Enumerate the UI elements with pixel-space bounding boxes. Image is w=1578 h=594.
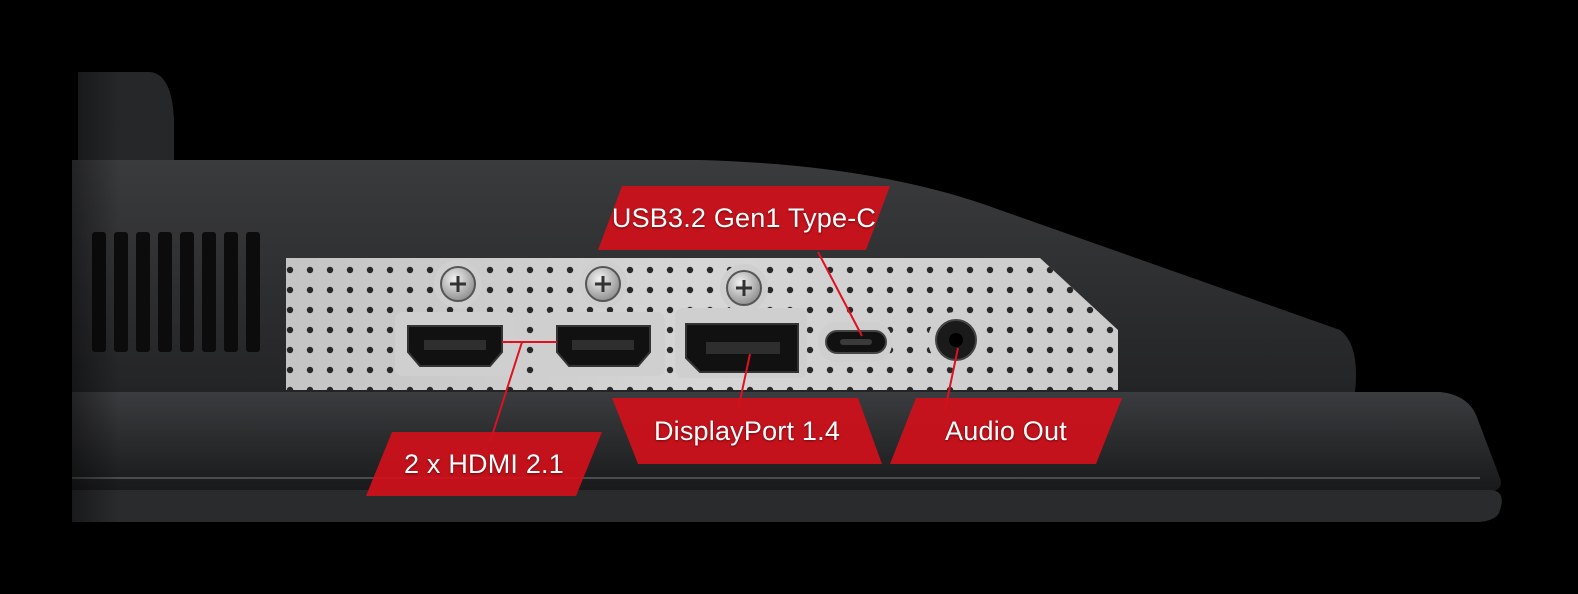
vent-grille bbox=[92, 232, 260, 352]
hdmi-label: 2 x HDMI 2.1 bbox=[366, 432, 602, 496]
screw-2 bbox=[585, 266, 621, 302]
hdmi-port-1 bbox=[407, 325, 503, 367]
audio-label: Audio Out bbox=[890, 398, 1122, 464]
audio-label-bg bbox=[890, 398, 1122, 464]
screw-3 bbox=[726, 270, 762, 306]
displayport-label: DisplayPort 1.4 bbox=[612, 398, 882, 464]
displayport-label-text: DisplayPort 1.4 bbox=[653, 415, 841, 446]
hdmi-label-bg bbox=[366, 432, 602, 496]
bezel-bottom-lip bbox=[72, 490, 1502, 522]
audio-label-text: Audio Out bbox=[945, 415, 1067, 446]
hdmi-callout-line bbox=[489, 341, 557, 443]
hdmi-port-2 bbox=[556, 325, 651, 367]
usb-c-port bbox=[825, 330, 887, 354]
displayport-label-bg bbox=[612, 398, 882, 464]
usb-label-bg bbox=[598, 186, 890, 250]
usb-label: USB3.2 Gen1 Type-C bbox=[598, 186, 890, 250]
displayport-port bbox=[685, 323, 799, 373]
usb-label-text: USB3.2 Gen1 Type-C bbox=[611, 202, 877, 233]
hdmi-label-text: 2 x HDMI 2.1 bbox=[404, 448, 564, 479]
usb-callout-line bbox=[817, 251, 863, 337]
audio-jack bbox=[935, 319, 977, 361]
screw-1 bbox=[440, 266, 476, 302]
